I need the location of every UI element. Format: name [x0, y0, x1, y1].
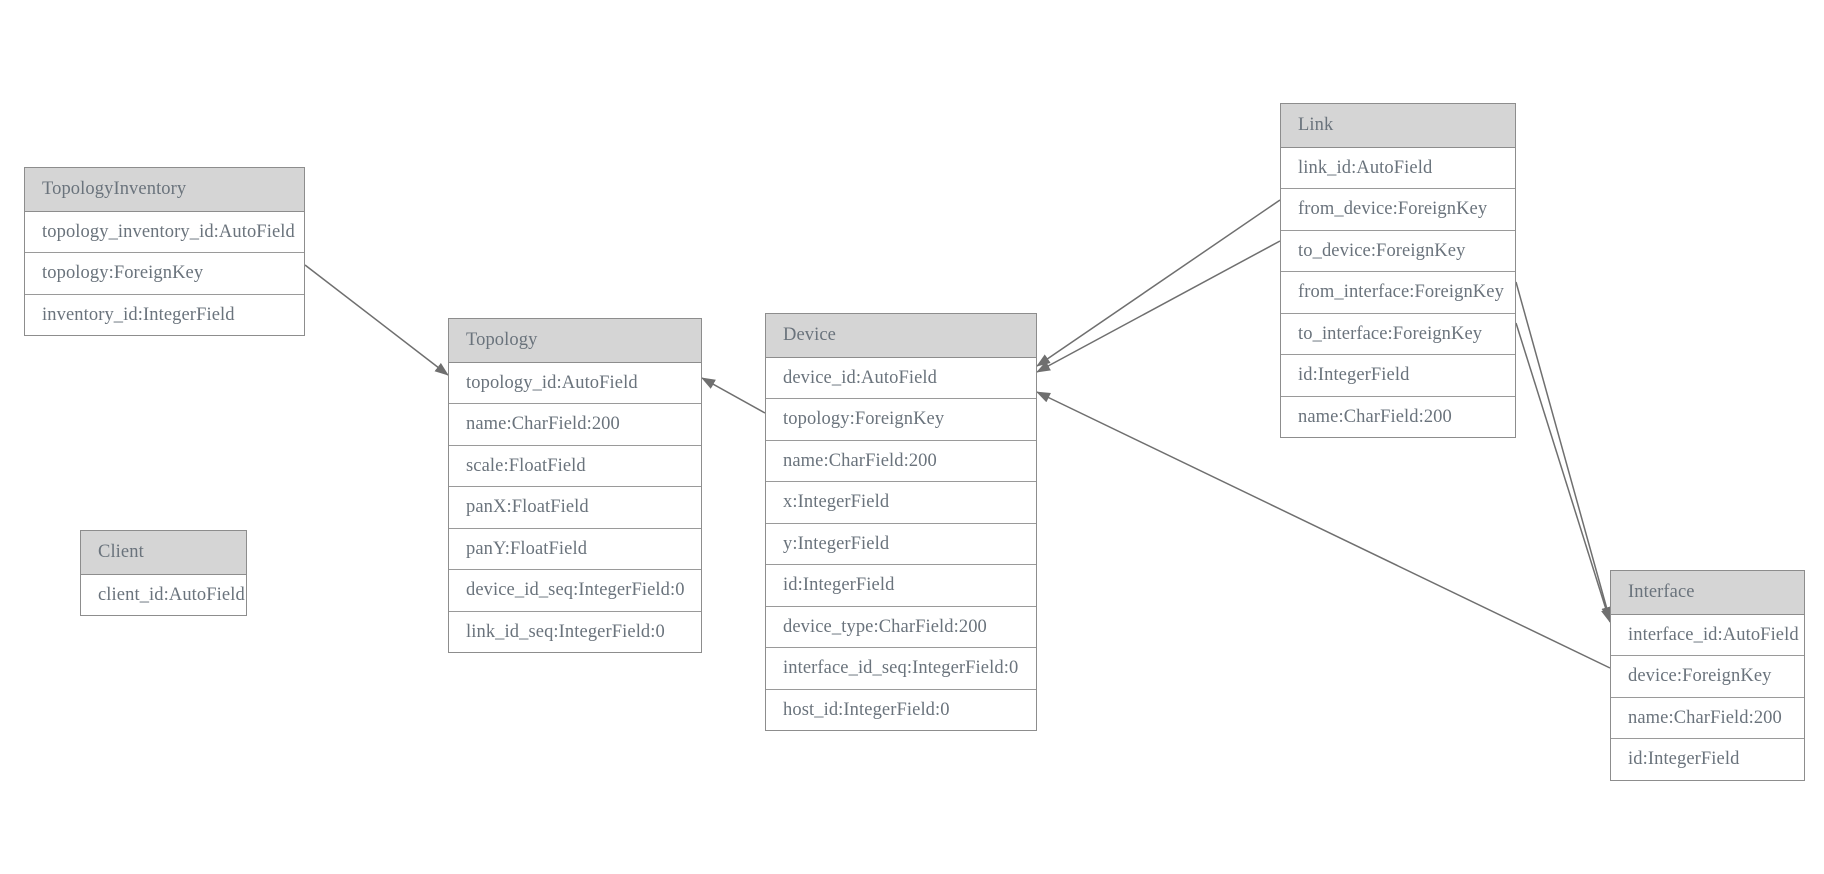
class-attribute-row: topology_id:AutoField — [449, 362, 701, 404]
class-attribute-row: scale:FloatField — [449, 445, 701, 487]
class-attribute-row: id:IntegerField — [1281, 355, 1515, 397]
class-attribute-row: topology_inventory_id:AutoField — [25, 211, 304, 253]
class-attribute-row: panY:FloatField — [449, 528, 701, 570]
class-attribute-row: panX:FloatField — [449, 487, 701, 529]
class-title-client: Client — [81, 531, 246, 575]
relationship-edge — [1515, 281, 1612, 621]
class-attribute-row: from_interface:ForeignKey — [1281, 272, 1515, 314]
uml-class-topologyinventory[interactable]: TopologyInventory topology_inventory_id:… — [24, 167, 305, 336]
class-title-topology: Topology — [449, 319, 701, 363]
uml-class-client[interactable]: Client client_id:AutoField — [80, 530, 247, 616]
class-title-device: Device — [766, 314, 1036, 358]
class-attribute-row: client_id:AutoField — [81, 574, 246, 615]
class-attribute-row: device_type:CharField:200 — [766, 606, 1036, 648]
uml-class-interface[interactable]: Interface interface_id:AutoField device:… — [1610, 570, 1805, 781]
relationship-edge — [304, 264, 449, 376]
class-attribute-row: y:IntegerField — [766, 523, 1036, 565]
class-attribute-row: to_interface:ForeignKey — [1281, 313, 1515, 355]
class-attribute-row: link_id:AutoField — [1281, 147, 1515, 189]
class-attribute-row: interface_id:AutoField — [1611, 614, 1804, 656]
class-attribute-row: host_id:IntegerField:0 — [766, 689, 1036, 730]
class-attribute-row: interface_id_seq:IntegerField:0 — [766, 648, 1036, 690]
class-attribute-row: to_device:ForeignKey — [1281, 230, 1515, 272]
class-attribute-row: x:IntegerField — [766, 482, 1036, 524]
class-attribute-row: device_id:AutoField — [766, 357, 1036, 399]
class-title-link: Link — [1281, 104, 1515, 148]
class-attribute-row: from_device:ForeignKey — [1281, 189, 1515, 231]
class-attribute-row: id:IntegerField — [1611, 739, 1804, 780]
class-attribute-row: topology:ForeignKey — [766, 399, 1036, 441]
class-attribute-row: name:CharField:200 — [1611, 697, 1804, 739]
relationship-edge — [1515, 322, 1612, 623]
uml-class-topology[interactable]: Topology topology_id:AutoField name:Char… — [448, 318, 702, 653]
class-attribute-row: link_id_seq:IntegerField:0 — [449, 611, 701, 652]
class-attribute-row: device_id_seq:IntegerField:0 — [449, 570, 701, 612]
class-attribute-row: topology:ForeignKey — [25, 253, 304, 295]
class-attribute-row: id:IntegerField — [766, 565, 1036, 607]
relationship-edge — [1036, 199, 1281, 367]
relationship-edge — [1036, 240, 1281, 373]
class-attribute-row: name:CharField:200 — [449, 404, 701, 446]
class-title-topologyinventory: TopologyInventory — [25, 168, 304, 212]
class-attribute-row: name:CharField:200 — [1281, 396, 1515, 437]
relationship-edge — [701, 377, 766, 414]
class-attribute-row: inventory_id:IntegerField — [25, 294, 304, 335]
uml-class-link[interactable]: Link link_id:AutoField from_device:Forei… — [1280, 103, 1516, 438]
class-title-interface: Interface — [1611, 571, 1804, 615]
class-attribute-row: name:CharField:200 — [766, 440, 1036, 482]
class-attribute-row: device:ForeignKey — [1611, 656, 1804, 698]
uml-class-device[interactable]: Device device_id:AutoField topology:Fore… — [765, 313, 1037, 731]
